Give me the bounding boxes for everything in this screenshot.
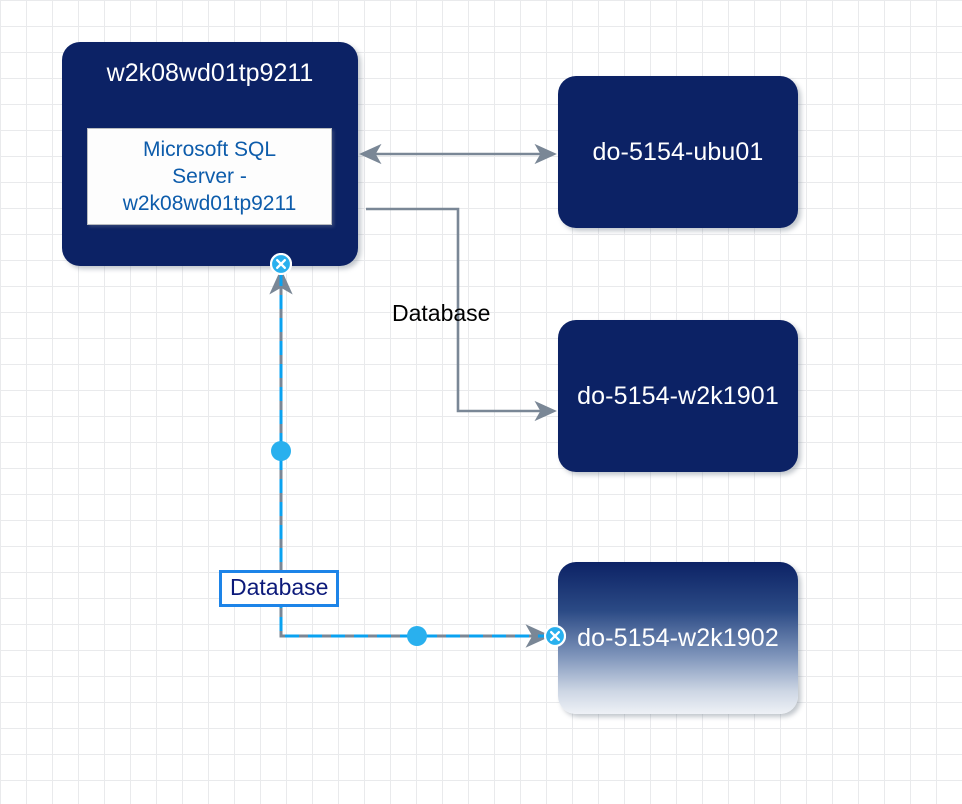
node-title: do-5154-w2k1901 — [577, 381, 779, 410]
node-w2k08wd01tp9211[interactable]: w2k08wd01tp9211 Microsoft SQL Server - w… — [62, 42, 358, 266]
node-title: do-5154-ubu01 — [592, 137, 764, 166]
edge-waypoint-handle-middle[interactable] — [271, 441, 291, 461]
edge-endpoint-handle-target[interactable] — [544, 625, 566, 647]
sql-line-1: Microsoft SQL — [142, 138, 277, 161]
edge-waypoint-handle-bottom[interactable] — [407, 626, 427, 646]
node-title: do-5154-w2k1902 — [577, 623, 779, 652]
edge-label-database-selected[interactable]: Database — [219, 570, 340, 607]
node-do-5154-w2k1902[interactable]: do-5154-w2k1902 — [558, 562, 798, 714]
edge-label-database[interactable]: Database — [392, 300, 491, 326]
sql-line-3: w2k08wd01tp9211 — [122, 192, 297, 215]
sql-server-label: Microsoft SQL Server - w2k08wd01tp9211 — [123, 136, 297, 217]
node-do-5154-w2k1901[interactable]: do-5154-w2k1901 — [558, 320, 798, 472]
node-title: w2k08wd01tp9211 — [106, 59, 314, 87]
edge-endpoint-handle-source[interactable] — [270, 253, 292, 275]
node-do-5154-ubu01[interactable]: do-5154-ubu01 — [558, 76, 798, 228]
sql-line-2: Server - — [172, 165, 247, 188]
sql-server-box[interactable]: Microsoft SQL Server - w2k08wd01tp9211 — [87, 128, 332, 225]
